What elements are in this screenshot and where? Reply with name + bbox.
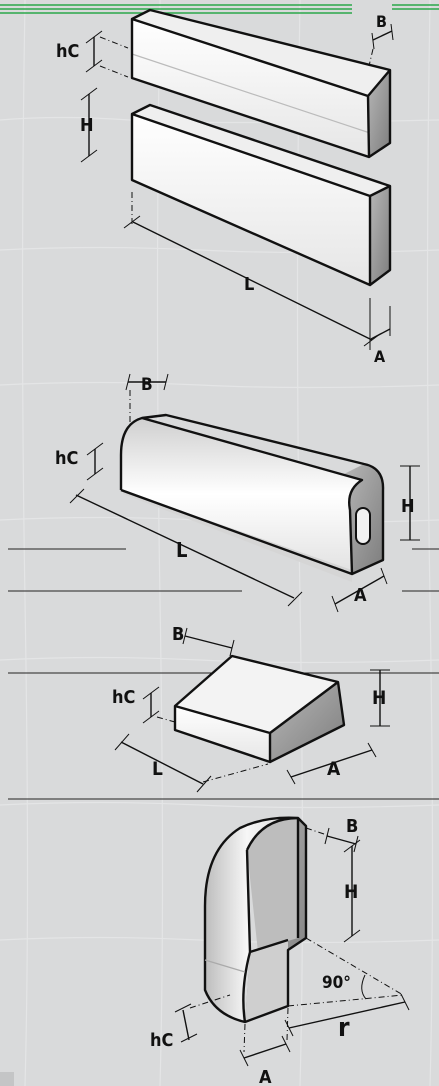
label-angle-fig4: 90° — [322, 973, 351, 993]
label-b-fig1: B — [376, 12, 387, 31]
label-l-fig3: L — [152, 758, 163, 780]
dim-b-fig2 — [125, 373, 169, 422]
label-r-fig4: r — [338, 1013, 350, 1043]
label-hc-fig3: hC — [112, 687, 135, 708]
corner-accent — [0, 1072, 14, 1086]
label-h-fig3: H — [372, 687, 386, 709]
label-a-fig3: A — [327, 758, 341, 780]
label-b-fig4: B — [346, 816, 358, 837]
dim-hc-fig3 — [142, 686, 176, 724]
dim-b-fig4 — [305, 827, 359, 853]
figure-3-chamfered-block: B hC H L A — [112, 624, 390, 793]
figure-2-rounded-curb: B hC H L A — [55, 373, 420, 613]
label-h-fig2: H — [401, 496, 415, 517]
dim-l-fig3 — [114, 733, 269, 793]
label-l-fig1: L — [244, 274, 254, 295]
dim-hc-fig4 — [174, 994, 231, 1043]
label-hc-fig4: hC — [150, 1030, 173, 1051]
dim-h-fig2 — [400, 465, 420, 541]
dim-b-fig3 — [182, 627, 235, 657]
dim-h-fig3 — [370, 669, 390, 727]
dim-a-fig3 — [286, 742, 377, 785]
dim-hc-fig1 — [85, 30, 129, 78]
curb-hole — [355, 507, 371, 545]
label-a-fig1: A — [374, 347, 386, 366]
angle-marker — [287, 937, 404, 1007]
label-l-fig2: L — [176, 538, 187, 562]
dim-l-fig2 — [69, 488, 303, 607]
figure-1-straight-curb: hC B H L A — [56, 8, 394, 366]
dim-a-fig1 — [370, 306, 391, 340]
dim-l-fig1 — [123, 192, 381, 350]
label-hc-fig1: hC — [56, 41, 79, 62]
dim-h-fig4 — [343, 839, 361, 943]
lower-curb-piece — [130, 103, 392, 287]
top-border — [0, 4, 439, 14]
dim-r-fig4 — [284, 993, 410, 1037]
dim-a-fig4 — [239, 1007, 291, 1067]
dim-hc-fig2 — [86, 442, 104, 481]
dim-a-fig2 — [331, 567, 388, 613]
dim-b-fig1 — [368, 23, 394, 67]
label-h-fig4: H — [344, 881, 358, 903]
label-b-fig3: B — [172, 624, 184, 645]
label-h-fig1: H — [80, 115, 94, 136]
label-a-fig4: A — [259, 1067, 272, 1086]
dim-h-fig1 — [80, 87, 98, 163]
label-b-fig2: B — [141, 375, 153, 395]
label-hc-fig2: hC — [55, 448, 78, 469]
label-a-fig2: A — [354, 585, 367, 606]
figure-4-curved-curb: B H 90° r hC A — [150, 816, 410, 1086]
upper-curb-piece — [130, 8, 392, 159]
